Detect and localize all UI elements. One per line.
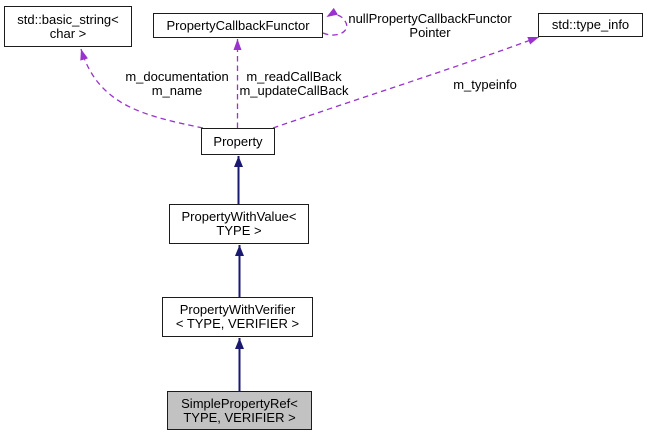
class-node-std-basic-string[interactable]: std::basic_string< char > bbox=[4, 6, 132, 47]
edge-label-m-typeinfo: m_typeinfo bbox=[453, 78, 517, 92]
class-node-label: PropertyWithVerifier bbox=[179, 302, 296, 317]
class-node-label: std::basic_string< bbox=[17, 11, 119, 27]
class-node-label: std::type_info bbox=[551, 17, 630, 32]
usage-edge-propertycallbackfunctor-self-loop bbox=[322, 7, 348, 36]
edge-label-callbacks: m_readCallBack m_updateCallBack bbox=[239, 70, 348, 98]
edge-label-line: m_readCallBack bbox=[246, 69, 342, 84]
class-node-propertywithverifier[interactable]: PropertyWithVerifier < TYPE, VERIFIER > bbox=[162, 297, 313, 337]
edge-label-line: m_name bbox=[151, 83, 203, 98]
class-node-label: TYPE, VERIFIER > bbox=[183, 409, 296, 425]
class-node-std-type-info[interactable]: std::type_info bbox=[538, 13, 643, 37]
edge-label-line: m_updateCallBack bbox=[239, 83, 349, 98]
usage-edge-property-to-basicstring bbox=[80, 48, 204, 129]
class-node-label: SimplePropertyRef< bbox=[181, 395, 298, 411]
class-node-label: TYPE > bbox=[216, 223, 262, 238]
class-node-propertycallbackfunctor[interactable]: PropertyCallbackFunctor bbox=[153, 13, 323, 38]
class-node-simplepropertyref-current: SimplePropertyRef< TYPE, VERIFIER > bbox=[167, 391, 312, 430]
edge-label-m-documentation: m_documentation m_name bbox=[125, 70, 228, 98]
edge-label-line: m_documentation bbox=[125, 69, 229, 84]
class-node-property[interactable]: Property bbox=[201, 128, 275, 155]
edge-label-null-property-callback-functor-pointer: nullPropertyCallbackFunctor Pointer bbox=[348, 12, 511, 40]
edge-label-line: m_typeinfo bbox=[453, 77, 517, 92]
class-node-label: Property bbox=[213, 133, 263, 149]
class-node-label: < TYPE, VERIFIER > bbox=[175, 316, 300, 331]
class-node-propertywithvalue[interactable]: PropertyWithValue< TYPE > bbox=[169, 204, 309, 244]
edge-label-line: Pointer bbox=[409, 25, 451, 40]
class-node-label: PropertyCallbackFunctor bbox=[166, 17, 310, 33]
class-node-label: char > bbox=[49, 25, 87, 41]
class-node-label: PropertyWithValue< bbox=[181, 209, 297, 224]
edge-label-line: nullPropertyCallbackFunctor bbox=[348, 11, 512, 26]
